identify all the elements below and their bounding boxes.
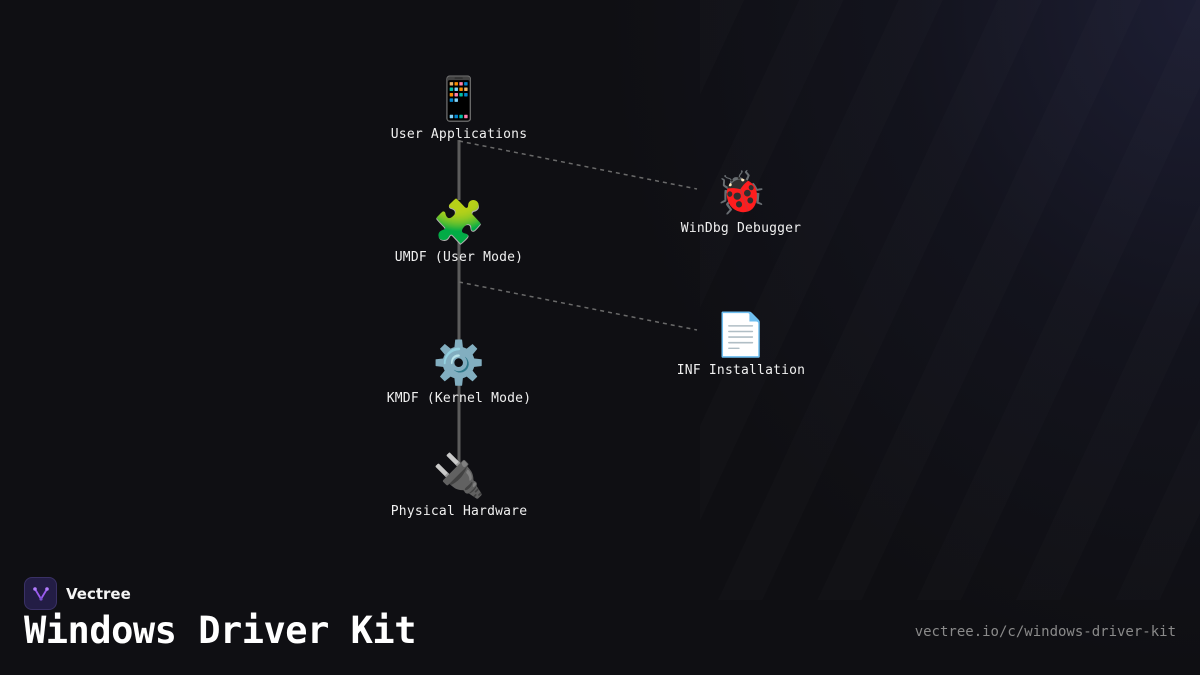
brand-name: Vectree [66,584,131,603]
node-inf-installation: 📄 INF Installation [641,310,841,378]
node-label: INF Installation [676,363,806,378]
edge-umdf-inf [458,281,698,331]
node-label: WinDbg Debugger [680,221,802,236]
gear-icon: ⚙️ [432,338,486,387]
vectree-logo-icon [24,577,57,610]
document-icon: 📄 [714,310,768,359]
brand: Vectree [24,577,131,610]
node-kmdf: ⚙️ KMDF (Kernel Mode) [359,338,559,406]
node-umdf: 🧩 UMDF (User Mode) [359,197,559,265]
node-label: UMDF (User Mode) [394,250,524,265]
mobile-phone-icon: 📱 [432,74,486,123]
node-label: KMDF (Kernel Mode) [386,391,532,406]
puzzle-piece-icon: 🧩 [432,197,486,246]
node-physical-hardware: 🔌 Physical Hardware [359,451,559,519]
edge-user-apps-windbg [458,140,698,190]
node-user-applications: 📱 User Applications [359,74,559,142]
node-label: User Applications [390,127,528,142]
node-windbg-debugger: 🐞 WinDbg Debugger [641,168,841,236]
node-label: Physical Hardware [390,504,528,519]
ladybug-icon: 🐞 [714,168,768,217]
page-title: Windows Driver Kit [24,609,416,652]
source-url[interactable]: vectree.io/c/windows-driver-kit [914,624,1176,640]
electric-plug-icon: 🔌 [432,451,486,500]
